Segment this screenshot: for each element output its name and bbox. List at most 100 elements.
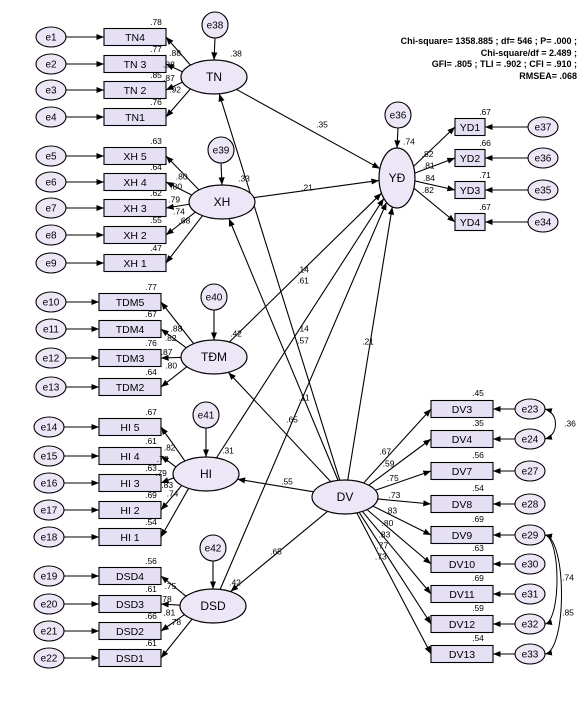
indicator-box — [430, 644, 494, 664]
indicator-r2: .69 — [145, 490, 157, 500]
indicator-box — [98, 527, 162, 547]
loading-coef: .73 — [375, 552, 387, 562]
error-term — [33, 620, 65, 642]
error-term — [35, 318, 67, 340]
path-coef: .65 — [286, 414, 298, 424]
error-label: e37 — [535, 123, 552, 134]
error-label: e29 — [522, 531, 539, 542]
error-term — [527, 116, 559, 138]
indicator-label: XH 5 — [123, 151, 147, 163]
path-coef: .14 — [297, 323, 309, 333]
indicator-label: TDM2 — [116, 382, 145, 394]
indicator-label: DV3 — [452, 404, 473, 416]
error-term — [33, 472, 65, 494]
indicator-box — [98, 319, 162, 339]
structural-path-DV-HI — [237, 477, 314, 493]
indicator-label: DV8 — [452, 499, 473, 511]
loading-coef: .80 — [176, 172, 188, 182]
error-term — [514, 613, 546, 635]
indicator-label: XH 1 — [123, 258, 147, 270]
fit-line-rmsea: RMSEA= .068 — [519, 70, 577, 81]
error-label: e32 — [522, 620, 539, 631]
disturbance-label: e42 — [205, 544, 222, 555]
indicator-box — [98, 292, 162, 312]
indicator-box — [98, 648, 162, 668]
indicator-r2: .66 — [145, 611, 157, 621]
error-term — [514, 583, 546, 605]
indicator-r2: .67 — [479, 202, 491, 212]
indicator-box — [98, 417, 162, 437]
error-label: e15 — [41, 452, 58, 463]
latent-r2: .42 — [230, 328, 242, 338]
loading-path-e37 — [413, 126, 456, 167]
loading-path-e10 — [160, 301, 195, 344]
path-coef: .55 — [281, 476, 293, 486]
loading-coef: .68 — [179, 215, 191, 225]
error-label: e8 — [45, 231, 57, 242]
error-term — [514, 524, 546, 546]
indicator-box — [430, 494, 494, 514]
path-coef: .57 — [297, 335, 309, 345]
error-label: e9 — [45, 259, 57, 270]
structural-path-HI-YD — [215, 198, 385, 459]
indicator-r2: .78 — [150, 17, 162, 27]
error-term — [35, 376, 67, 398]
loading-coef: .82 — [422, 185, 434, 195]
error-label: e12 — [43, 354, 60, 365]
error-label: e19 — [41, 572, 58, 583]
error-term — [33, 416, 65, 438]
error-term — [514, 428, 546, 450]
indicator-box — [454, 148, 486, 168]
indicator-label: DV4 — [452, 434, 473, 446]
indicator-label: TDM4 — [116, 324, 145, 336]
indicator-label: YD4 — [460, 217, 481, 229]
covariance-coef: .74 — [562, 572, 574, 582]
error-label: e10 — [43, 298, 60, 309]
error-term — [527, 179, 559, 201]
error-term — [33, 593, 65, 615]
indicator-label: HI 1 — [120, 532, 139, 544]
error-term — [514, 553, 546, 575]
indicator-label: DSD1 — [116, 653, 144, 665]
error-label: e34 — [535, 218, 552, 229]
indicator-box — [430, 399, 494, 419]
error-term — [527, 147, 559, 169]
paths-layer — [64, 33, 562, 662]
indicator-box — [98, 348, 162, 368]
indicator-label: TDM3 — [116, 353, 145, 365]
error-term — [33, 445, 65, 467]
indicator-label: TN 2 — [124, 85, 147, 97]
indicator-r2: .45 — [472, 388, 484, 398]
error-label: e11 — [43, 325, 59, 336]
indicator-r2: .54 — [472, 483, 484, 493]
indicator-r2: .69 — [472, 573, 484, 583]
error-label: e4 — [45, 113, 57, 124]
loading-path-e13 — [160, 366, 188, 388]
loading-path-e36 — [414, 157, 456, 174]
latent-label-tn: TN — [206, 70, 222, 84]
error-term — [35, 224, 67, 246]
error-term — [514, 493, 546, 515]
indicator-label: DSD4 — [116, 571, 144, 583]
indicator-r2: .85 — [150, 70, 162, 80]
error-label: e7 — [45, 204, 57, 215]
loading-coef: .92 — [169, 84, 181, 94]
loading-path-e8 — [165, 211, 196, 236]
indicator-box — [98, 594, 162, 614]
latent-yd — [378, 147, 416, 209]
indicator-r2: .56 — [145, 556, 157, 566]
loading-path-e15 — [160, 455, 177, 468]
error-label: e22 — [41, 654, 58, 665]
path-coef: .65 — [270, 546, 282, 556]
fit-line-gfi-tli-cfi: GFI= .805 ; TLI = .902 ; CFI = .910 ; — [431, 59, 577, 69]
indicator-box — [103, 27, 167, 47]
loading-path-e4 — [165, 88, 191, 118]
loading-coef: .59 — [383, 458, 395, 468]
fit-line-chi-square: Chi-square= 1358.885 ; df= 546 ; P= .000… — [400, 36, 577, 46]
error-label: e36 — [535, 154, 552, 165]
loading-path-e2 — [165, 63, 183, 73]
loading-path-e20 — [160, 601, 181, 608]
loading-coef: .80 — [170, 181, 182, 191]
indicator-label: YD3 — [460, 185, 481, 197]
